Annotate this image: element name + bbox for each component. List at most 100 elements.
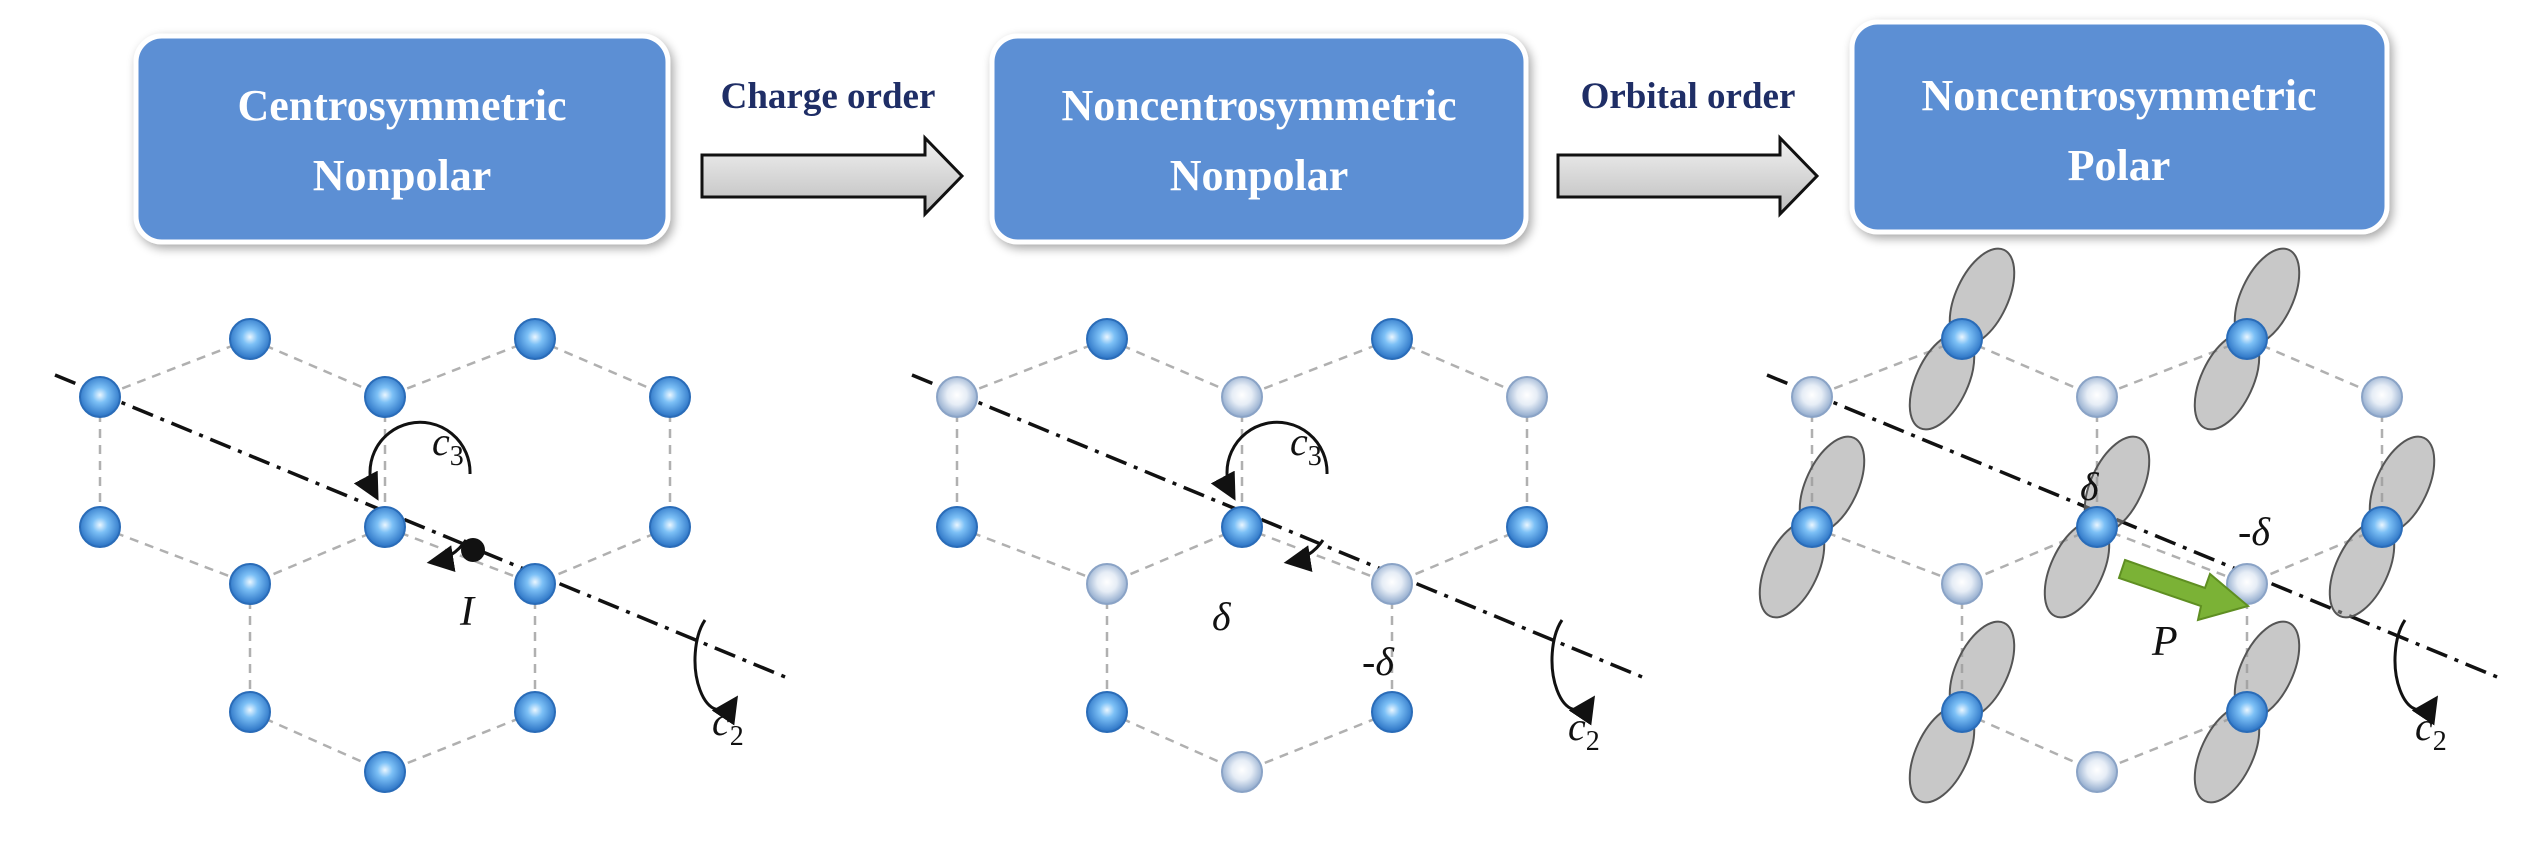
atom-site-filled — [2226, 691, 2268, 733]
transition-label-orbital-order: Orbital order — [1581, 76, 1796, 117]
lattice-bond — [249, 710, 386, 774]
lattice-bond — [1241, 525, 1393, 586]
lattice-bond — [99, 337, 251, 399]
transition-arrow-charge-order — [700, 134, 965, 218]
c2-rotation-symbol-1 — [693, 619, 739, 726]
atom-site-light — [2076, 751, 2118, 793]
atom-site-filled — [229, 691, 271, 733]
lattice-bond — [2246, 337, 2383, 399]
lattice-bond — [249, 337, 386, 399]
lattice-bond — [1106, 337, 1243, 399]
stage-3-line-2: Polar — [2068, 141, 2171, 190]
atom-site-filled — [649, 376, 691, 418]
lattice-bond — [384, 525, 536, 586]
atom-site-filled — [229, 563, 271, 605]
symmetry-axis-line — [54, 373, 791, 681]
lattice-bond — [1391, 337, 1528, 399]
lattice-bond — [2096, 710, 2248, 774]
atom-site-filled — [229, 318, 271, 360]
lattice-bond — [956, 525, 1108, 586]
lattice-bond — [534, 525, 671, 586]
transition-label-charge-order: Charge order — [721, 76, 936, 117]
lattice-bond — [2096, 337, 2248, 399]
atom-site-filled — [1371, 318, 1413, 360]
lattice-bond — [1961, 337, 2098, 399]
atom-site-filled — [364, 751, 406, 793]
atom-site-light — [1221, 751, 1263, 793]
atom-site-filled — [1791, 506, 1833, 548]
polarization-label: P — [2151, 619, 2178, 665]
lattice-bond — [1106, 710, 1243, 774]
lattice-bond — [1391, 525, 1528, 586]
stage-box-3 — [1849, 19, 2390, 235]
stage-1-line-1: Centrosymmetric — [237, 81, 566, 130]
lattice-bond — [1811, 525, 1963, 586]
atom-site-filled — [79, 506, 121, 548]
atom-site-filled — [1221, 506, 1263, 548]
delta-minus-label-3: -δ — [2238, 509, 2271, 554]
transition-arrow-orbital-order — [1556, 134, 1820, 218]
inversion-center-marker — [461, 538, 485, 562]
lattice-bond — [1106, 525, 1243, 586]
atom-site-filled — [1941, 318, 1983, 360]
c2-rotation-symbol-2 — [1550, 619, 1596, 726]
lattice-panel-noncentrosymmetric-nonpolar — [911, 318, 1648, 793]
symmetry-axis-line — [1766, 373, 2503, 681]
lattice-bond — [384, 710, 536, 774]
atom-site-filled — [649, 506, 691, 548]
delta-plus-label-3: δ — [2080, 464, 2100, 509]
atom-site-light — [2076, 376, 2118, 418]
lattice-panel-centrosymmetric — [54, 318, 791, 793]
c3-label-2: c3 — [1290, 419, 1322, 472]
stage-1-line-2: Nonpolar — [313, 151, 491, 200]
lattice-bond — [99, 525, 251, 586]
atom-site-filled — [364, 376, 406, 418]
atom-site-filled — [79, 376, 121, 418]
lattice-panel-noncentrosymmetric-polar — [1758, 247, 2503, 804]
lattice-bond — [1241, 710, 1393, 774]
atom-site-light — [1506, 376, 1548, 418]
atom-site-filled — [364, 506, 406, 548]
atom-site-light — [1941, 563, 1983, 605]
c2-label-3: c2 — [2415, 704, 2447, 757]
atom-site-filled — [1371, 691, 1413, 733]
c2-rotation-symbol-3 — [2393, 619, 2439, 726]
atom-site-filled — [2361, 506, 2403, 548]
lattice-bond — [1961, 710, 2098, 774]
c2-label-2: c2 — [1568, 704, 1600, 757]
delta-minus-label-2: -δ — [1362, 639, 1395, 684]
lattice-bond — [956, 337, 1108, 399]
atom-site-filled — [936, 506, 978, 548]
delta-plus-label-2: δ — [1212, 594, 1232, 639]
lattice-bond — [534, 337, 671, 399]
stage-2-line-2: Nonpolar — [1170, 151, 1348, 200]
stage-box-2 — [989, 33, 1529, 245]
atom-site-filled — [1506, 506, 1548, 548]
inversion-label: I — [459, 589, 476, 635]
atom-site-light — [1791, 376, 1833, 418]
c3-label-1: c3 — [432, 419, 464, 472]
atom-site-filled — [514, 318, 556, 360]
lattice-bond — [1811, 337, 1963, 399]
atom-site-filled — [1941, 691, 1983, 733]
atom-site-filled — [514, 563, 556, 605]
atom-site-light — [1086, 563, 1128, 605]
atom-site-filled — [2076, 506, 2118, 548]
stage-box-1 — [133, 33, 671, 245]
atom-site-light — [936, 376, 978, 418]
atom-site-light — [1221, 376, 1263, 418]
atom-site-filled — [514, 691, 556, 733]
polarization-arrow — [2117, 558, 2251, 622]
lattice-bond — [249, 525, 386, 586]
lattice-bond — [2096, 525, 2248, 586]
stage-2-line-1: Noncentrosymmetric — [1061, 81, 1456, 130]
symmetry-axis-line — [911, 373, 1648, 681]
atom-site-light — [2361, 376, 2403, 418]
atom-site-filled — [1086, 318, 1128, 360]
atom-site-filled — [1086, 691, 1128, 733]
lattice-bond — [384, 337, 536, 399]
atom-site-light — [1371, 563, 1413, 605]
c2-label-1: c2 — [712, 699, 744, 752]
lattice-bond — [1241, 337, 1393, 399]
